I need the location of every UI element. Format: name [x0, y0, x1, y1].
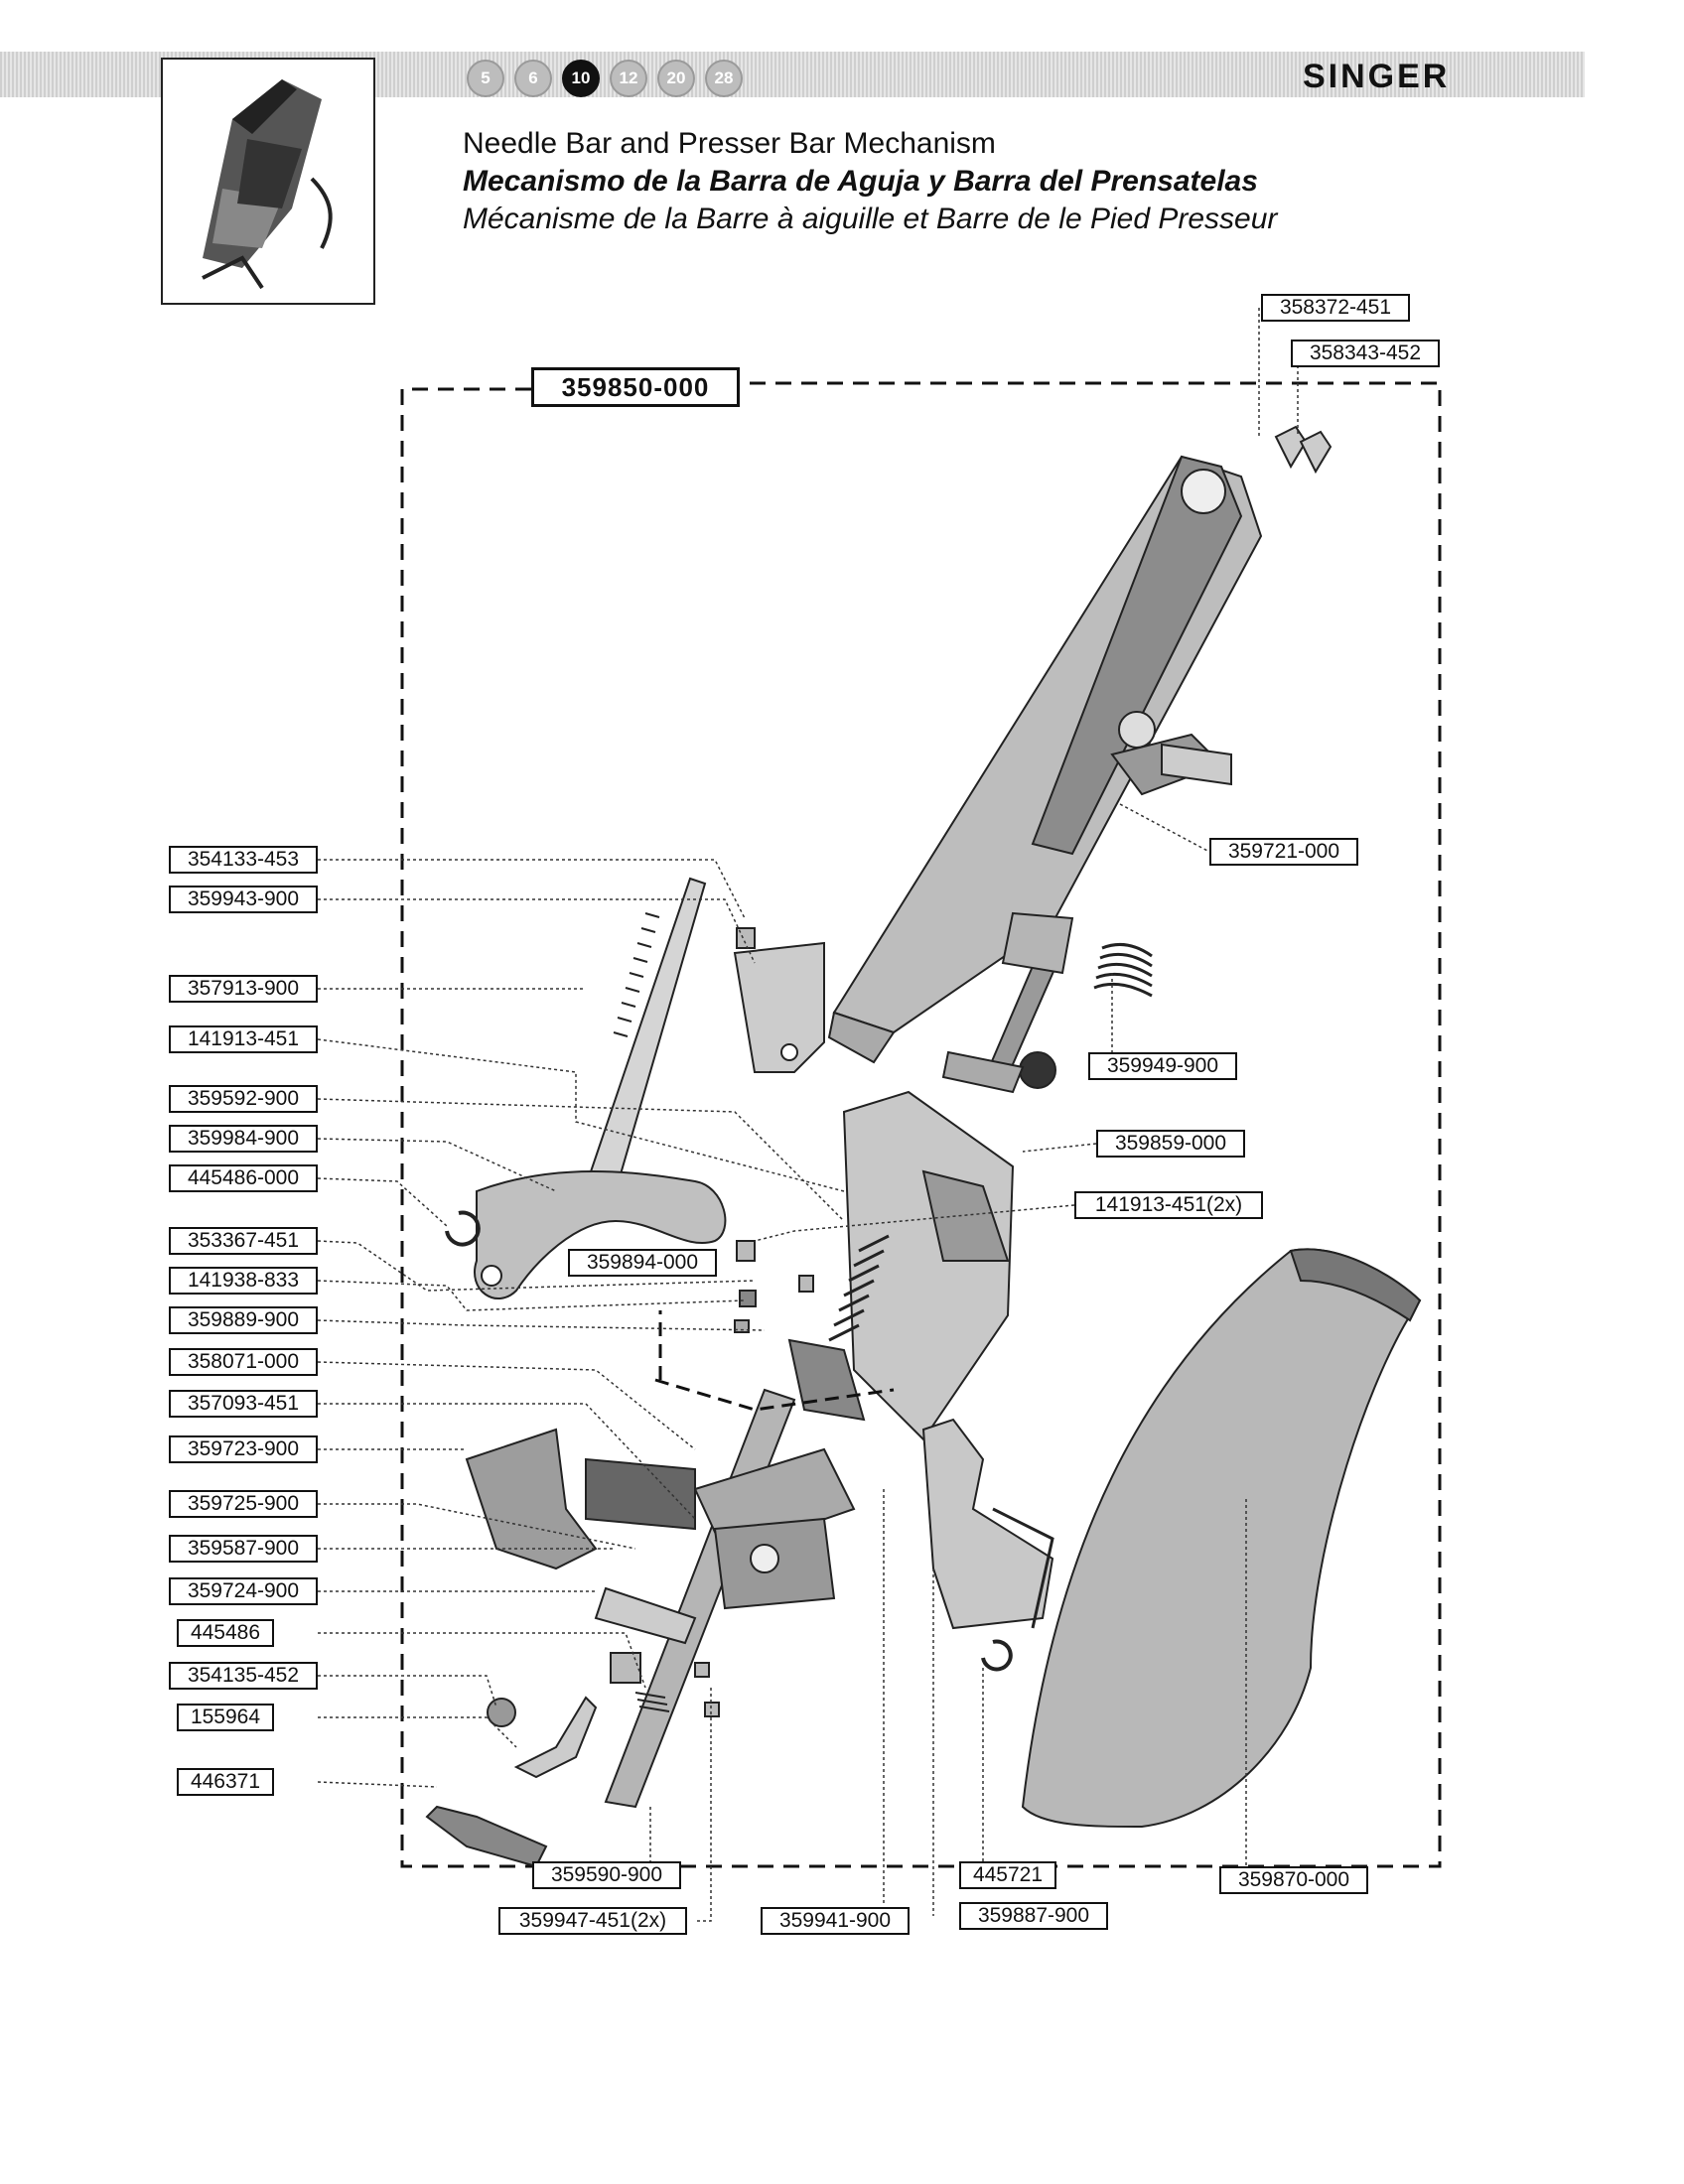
ring-445721 — [981, 1639, 1013, 1672]
section-6[interactable]: 6 — [514, 60, 552, 97]
title-spanish: Mecanismo de la Barra de Aguja y Barra d… — [463, 165, 1258, 198]
part-label-354133-453: 354133-453 — [169, 846, 318, 874]
foot-155964 — [513, 1696, 598, 1779]
part-label-359941-900: 359941-900 — [761, 1907, 910, 1935]
part-label-445486: 445486 — [177, 1619, 274, 1647]
part-label-141913-451: 141913-451 — [169, 1025, 318, 1053]
part-label-155964: 155964 — [177, 1704, 274, 1731]
part-label-359724-900: 359724-900 — [169, 1577, 318, 1605]
part-label-359887-900: 359887-900 — [959, 1902, 1108, 1930]
part-label-354135-452: 354135-452 — [169, 1662, 318, 1690]
section-5[interactable]: 5 — [467, 60, 504, 97]
part-label-359725-900: 359725-900 — [169, 1490, 318, 1518]
bracket-359943 — [733, 941, 825, 1073]
part-label-359947-451-2x: 359947-451(2x) — [498, 1907, 687, 1935]
bracket-359723 — [465, 1428, 598, 1570]
part-label-141913-451-2x: 141913-451(2x) — [1074, 1191, 1263, 1219]
section-20[interactable]: 20 — [657, 60, 695, 97]
screw-354135 — [487, 1698, 516, 1727]
part-label-359592-900: 359592-900 — [169, 1085, 318, 1113]
title-english: Needle Bar and Presser Bar Mechanism — [463, 127, 996, 160]
face-cover-359870 — [1021, 1248, 1422, 1829]
title-french: Mécanisme de la Barre à aiguille et Barr… — [463, 203, 1278, 235]
part-label-357913-900: 357913-900 — [169, 975, 318, 1003]
part-label-359587-900: 359587-900 — [169, 1535, 318, 1563]
part-label-359723-900: 359723-900 — [169, 1435, 318, 1463]
part-label-353367-451: 353367-451 — [169, 1227, 318, 1255]
thumbnail-image — [161, 58, 375, 305]
part-label-359721-000: 359721-000 — [1209, 838, 1358, 866]
bracket-359887 — [921, 1418, 1054, 1630]
lever-359984 — [474, 1170, 727, 1300]
part-label-359859-000: 359859-000 — [1096, 1130, 1245, 1158]
part-label-358071-000: 358071-000 — [169, 1348, 318, 1376]
part-label-359943-900: 359943-900 — [169, 886, 318, 913]
part-label-359889-900: 359889-900 — [169, 1306, 318, 1334]
section-12[interactable]: 12 — [610, 60, 647, 97]
slotted-link — [584, 877, 707, 1193]
part-label-141938-833: 141938-833 — [169, 1267, 318, 1295]
part-label-446371: 446371 — [177, 1768, 274, 1796]
plate-359724 — [594, 1586, 697, 1645]
part-label-357093-451: 357093-451 — [169, 1390, 318, 1418]
thumbnail-drawing — [202, 79, 333, 290]
foot-446371 — [425, 1805, 548, 1868]
part-label-359894-000: 359894-000 — [568, 1249, 717, 1277]
presser-spring — [828, 1234, 890, 1342]
section-10-active[interactable]: 10 — [562, 60, 600, 97]
part-label-358343-452: 358343-452 — [1291, 340, 1440, 367]
section-navigation: 5 6 10 12 20 28 — [467, 60, 743, 97]
presser-bar-bracket — [842, 1090, 1015, 1441]
section-28[interactable]: 28 — [705, 60, 743, 97]
parts-drawing — [425, 425, 1422, 1868]
brand-logo: SINGER — [1303, 58, 1451, 95]
part-label-445721: 445721 — [959, 1861, 1056, 1889]
leader-lines — [317, 308, 1299, 1922]
part-label-359590-900: 359590-900 — [532, 1861, 681, 1889]
screw-358372 — [1274, 425, 1308, 470]
part-label-358372-451: 358372-451 — [1261, 294, 1410, 322]
spring-357913 — [613, 912, 660, 1037]
assembly-part-number: 359850-000 — [531, 367, 740, 407]
assembly-boundary — [400, 381, 1442, 1868]
ring-445486-000 — [445, 1210, 481, 1247]
part-label-445486-000: 445486-000 — [169, 1164, 318, 1192]
part-label-359870-000: 359870-000 — [1219, 1866, 1368, 1894]
part-label-359984-900: 359984-900 — [169, 1125, 318, 1153]
screw-358343 — [1299, 430, 1333, 475]
part-label-359949-900: 359949-900 — [1088, 1052, 1237, 1080]
spring-359949 — [1093, 942, 1153, 998]
